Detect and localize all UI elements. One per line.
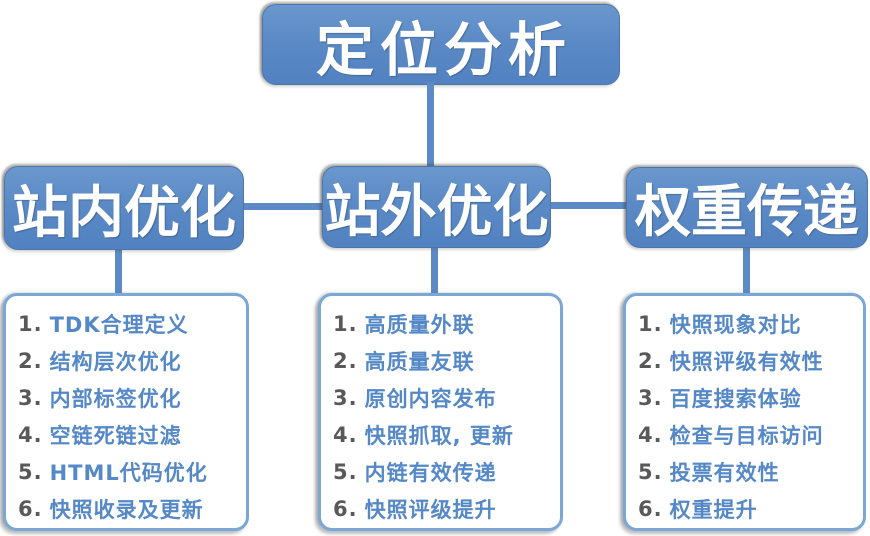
connector-branch-right-horizontal: [547, 202, 627, 209]
list-item: 6.快照收录及更新: [18, 490, 242, 527]
node-positioning-analysis-label: 定位分析: [315, 15, 572, 84]
list-item: 4.空链死链过滤: [18, 416, 242, 453]
connector-onsite-vertical: [115, 246, 122, 295]
list-item-number: 3.: [333, 385, 358, 410]
list-item: 6.快照评级提升: [333, 490, 556, 527]
list-item: 1.TDK合理定义: [18, 305, 242, 342]
list-item: 3.内部标签优化: [18, 379, 242, 416]
list-item-text: 内部标签优化: [49, 386, 182, 411]
node-weight-transfer: 权重传递: [626, 167, 868, 248]
list-item-number: 5.: [638, 459, 663, 484]
node-positioning-analysis: 定位分析: [262, 4, 620, 85]
list-item-number: 1.: [638, 311, 663, 336]
list-item: 2.高质量友联: [333, 342, 556, 379]
list-item-number: 1.: [333, 311, 358, 336]
list-weight-transfer: 1.快照现象对比 2.快照评级有效性 3.百度搜索体验 4.检查与目标访问 5.…: [623, 293, 866, 531]
list-item-text: TDK合理定义: [49, 312, 189, 337]
list-item-text: 检查与目标访问: [669, 423, 824, 448]
connector-offsite-vertical: [431, 244, 438, 295]
list-item-text: 原创内容发布: [364, 386, 497, 411]
connector-root-vertical: [427, 82, 434, 168]
list-item: 5.HTML代码优化: [18, 453, 242, 490]
node-offsite-optimization-label: 站外优化: [324, 179, 549, 245]
list-item: 2.结构层次优化: [18, 342, 242, 379]
list-item: 2.快照评级有效性: [638, 342, 859, 379]
node-onsite-optimization-label: 站内优化: [12, 180, 236, 246]
list-item-text: 快照收录及更新: [49, 497, 204, 522]
list-item-number: 5.: [18, 459, 43, 484]
list-item-text: 快照评级提升: [364, 497, 497, 522]
list-item-number: 6.: [18, 496, 43, 521]
list-item: 6.权重提升: [638, 490, 859, 527]
list-item-number: 5.: [333, 459, 358, 484]
node-offsite-optimization: 站外优化: [322, 166, 551, 248]
list-onsite-optimization: 1.TDK合理定义 2.结构层次优化 3.内部标签优化 4.空链死链过滤 5.H…: [3, 293, 249, 531]
list-item-text: 快照现象对比: [669, 312, 802, 337]
list-item-text: 高质量友联: [364, 349, 475, 374]
list-item: 4.快照抓取, 更新: [333, 416, 556, 453]
list-item-text: 高质量外联: [364, 312, 475, 337]
list-item-number: 2.: [18, 348, 43, 373]
list-item-number: 6.: [638, 496, 663, 521]
list-item: 4.检查与目标访问: [638, 416, 859, 453]
list-item-number: 4.: [333, 422, 358, 447]
list-item-text: 快照评级有效性: [669, 349, 824, 374]
list-item-number: 2.: [333, 348, 358, 373]
list-item-text: HTML代码优化: [49, 460, 208, 485]
list-item: 3.原创内容发布: [333, 379, 556, 416]
list-item: 1.快照现象对比: [638, 305, 859, 342]
list-item: 5.投票有效性: [638, 453, 859, 490]
list-item: 3.百度搜索体验: [638, 379, 859, 416]
node-weight-transfer-label: 权重传递: [635, 180, 859, 245]
list-item-number: 6.: [333, 496, 358, 521]
connector-weight-vertical: [743, 244, 750, 295]
list-item-text: 快照抓取, 更新: [364, 423, 514, 448]
list-item-text: 空链死链过滤: [49, 423, 182, 448]
list-item-number: 3.: [638, 385, 663, 410]
list-item-number: 3.: [18, 385, 43, 410]
list-item-text: 百度搜索体验: [669, 386, 802, 411]
list-item-number: 2.: [638, 348, 663, 373]
list-item-number: 1.: [18, 311, 43, 336]
list-offsite-optimization: 1.高质量外联 2.高质量友联 3.原创内容发布 4.快照抓取, 更新 5.内链…: [318, 293, 563, 531]
list-item-number: 4.: [638, 422, 663, 447]
node-onsite-optimization: 站内优化: [4, 166, 244, 250]
list-item: 5.内链有效传递: [333, 453, 556, 490]
list-item-text: 权重提升: [669, 497, 758, 522]
list-item-text: 内链有效传递: [364, 460, 497, 485]
list-item: 1.高质量外联: [333, 305, 556, 342]
list-item-number: 4.: [18, 422, 43, 447]
list-item-text: 结构层次优化: [49, 349, 182, 374]
list-item-text: 投票有效性: [669, 460, 780, 485]
connector-branch-left-horizontal: [240, 203, 324, 210]
